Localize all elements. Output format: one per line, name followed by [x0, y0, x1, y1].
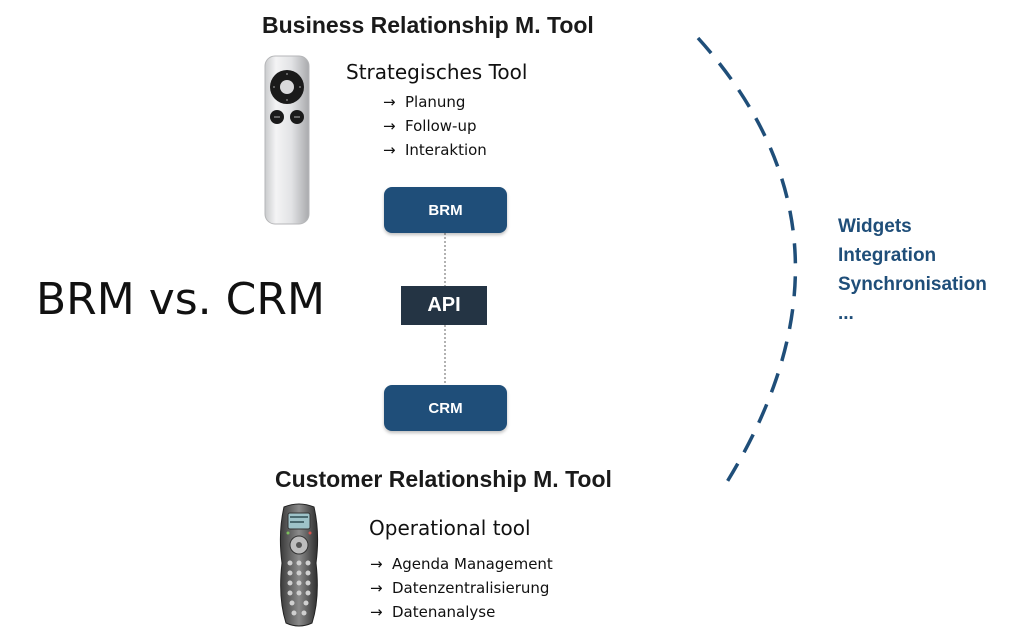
brm-feature-list: →Planung →Follow-up →Interaktion — [383, 90, 487, 162]
dashed-arc — [696, 36, 798, 491]
crm-box: CRM — [384, 385, 507, 431]
crm-tool-title: Customer Relationship M. Tool — [275, 466, 612, 492]
integration-feature-list: Widgets Integration Synchronisation ... — [838, 212, 987, 328]
crm-subtitle: Operational tool — [369, 516, 531, 540]
list-item: Integration — [838, 245, 937, 266]
arrow-right-icon: → — [370, 555, 383, 573]
list-item: →Planung — [383, 90, 487, 114]
brm-tool-title: Business Relationship M. Tool — [262, 12, 594, 38]
arrow-right-icon: → — [383, 93, 396, 111]
list-item: →Datenanalyse — [370, 600, 553, 624]
arrow-right-icon: → — [383, 141, 396, 159]
brm-subtitle: Strategisches Tool — [346, 60, 528, 84]
list-item: Widgets — [838, 216, 912, 237]
arrow-right-icon: → — [370, 603, 383, 621]
list-item: ... — [838, 303, 854, 324]
list-item: →Agenda Management — [370, 552, 553, 576]
arrow-right-icon: → — [370, 579, 383, 597]
crm-feature-list: →Agenda Management →Datenzentralisierung… — [370, 552, 553, 624]
list-item: →Datenzentralisierung — [370, 576, 553, 600]
brm-box: BRM — [384, 187, 507, 233]
apple-remote-icon — [264, 55, 310, 225]
api-box: API — [401, 286, 487, 325]
arrow-right-icon: → — [383, 117, 396, 135]
universal-remote-icon — [276, 503, 322, 629]
list-item: →Interaktion — [383, 138, 487, 162]
main-title: BRM vs. CRM — [36, 274, 325, 325]
list-item: Synchronisation — [838, 274, 987, 295]
list-item: →Follow-up — [383, 114, 487, 138]
